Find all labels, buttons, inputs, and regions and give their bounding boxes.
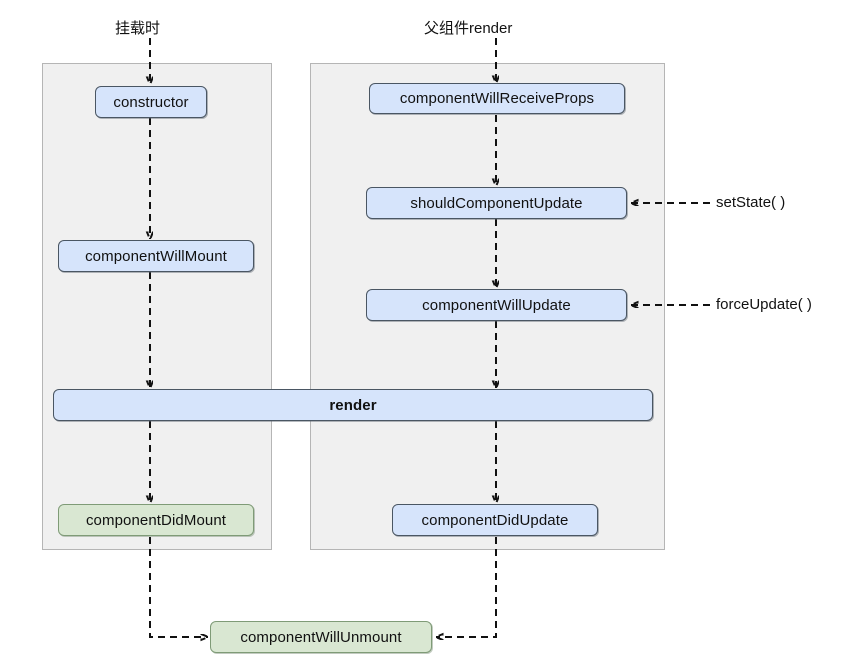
label-set-state: setState( ): [716, 194, 786, 211]
node-component-will-update[interactable]: componentWillUpdate: [366, 289, 627, 321]
node-component-did-update[interactable]: componentDidUpdate: [392, 504, 598, 536]
caption-update-phase: 父组件render: [424, 20, 513, 37]
label-force-update: forceUpdate( ): [716, 296, 812, 313]
node-render[interactable]: render: [53, 389, 653, 421]
node-component-will-mount[interactable]: componentWillMount: [58, 240, 254, 272]
node-constructor[interactable]: constructor: [95, 86, 207, 118]
node-component-will-receive-props[interactable]: componentWillReceiveProps: [369, 83, 625, 114]
node-component-did-mount[interactable]: componentDidMount: [58, 504, 254, 536]
caption-mount-phase: 挂载时: [115, 20, 161, 37]
mounting-panel: [42, 63, 272, 550]
node-should-component-update[interactable]: shouldComponentUpdate: [366, 187, 627, 219]
node-component-will-unmount[interactable]: componentWillUnmount: [210, 621, 432, 653]
